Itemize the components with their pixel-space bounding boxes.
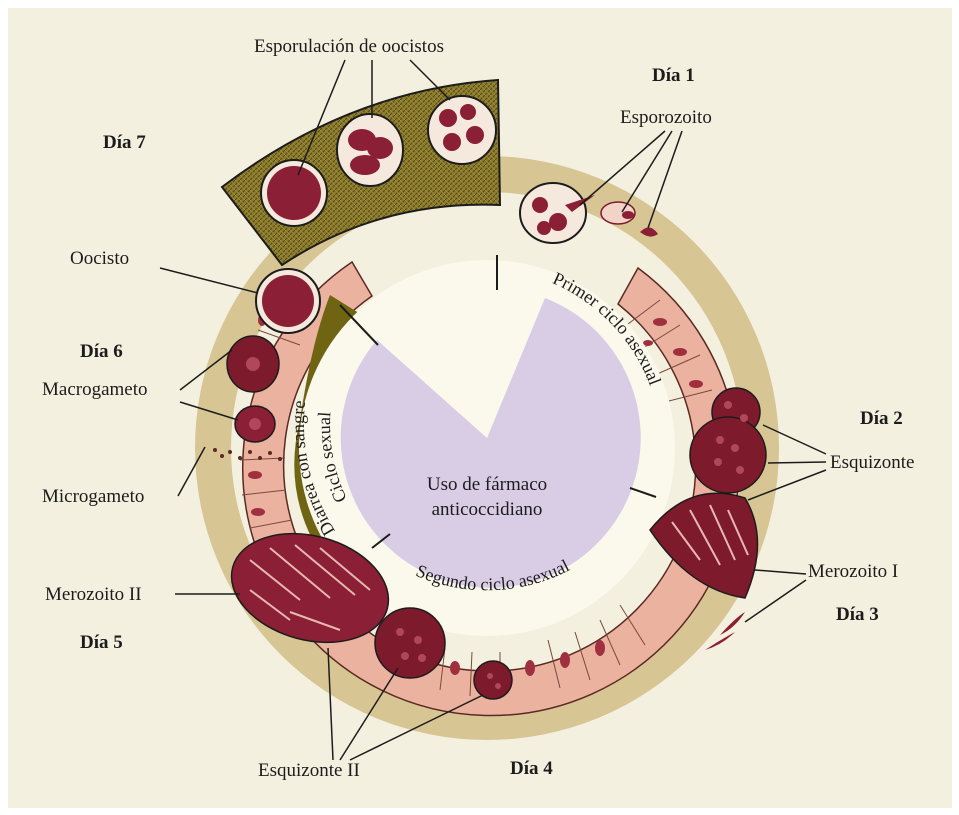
esquizonte-ii-label: Esquizonte II xyxy=(258,760,360,781)
day-7-label: Día 7 xyxy=(103,132,146,153)
sporulated-oocyst-icon xyxy=(428,96,496,164)
merozoito-i-label: Merozoito I xyxy=(808,561,898,582)
center-label-line2: anticoccidiano xyxy=(432,499,543,520)
oocyst-icon xyxy=(261,160,327,226)
merozoito-ii-label: Merozoito II xyxy=(45,584,142,605)
day-6-label: Día 6 xyxy=(80,341,123,362)
esquizonte-label: Esquizonte xyxy=(830,452,914,473)
oocisto-label: Oocisto xyxy=(70,248,129,269)
day-3-label: Día 3 xyxy=(836,604,879,625)
macrogameto-label: Macrogameto xyxy=(42,379,148,400)
esporozoito-label: Esporozoito xyxy=(620,107,712,128)
microgameto-label: Microgameto xyxy=(42,486,144,507)
sporulating-oocyst-icon xyxy=(337,114,403,186)
day-5-label: Día 5 xyxy=(80,632,123,653)
esporulacion-label: Esporulación de oocistos xyxy=(254,36,444,57)
center-label-line1: Uso de fármaco xyxy=(427,474,547,495)
day-2-label: Día 2 xyxy=(860,408,903,429)
day-4-label: Día 4 xyxy=(510,758,553,779)
day-1-label: Día 1 xyxy=(652,65,695,86)
